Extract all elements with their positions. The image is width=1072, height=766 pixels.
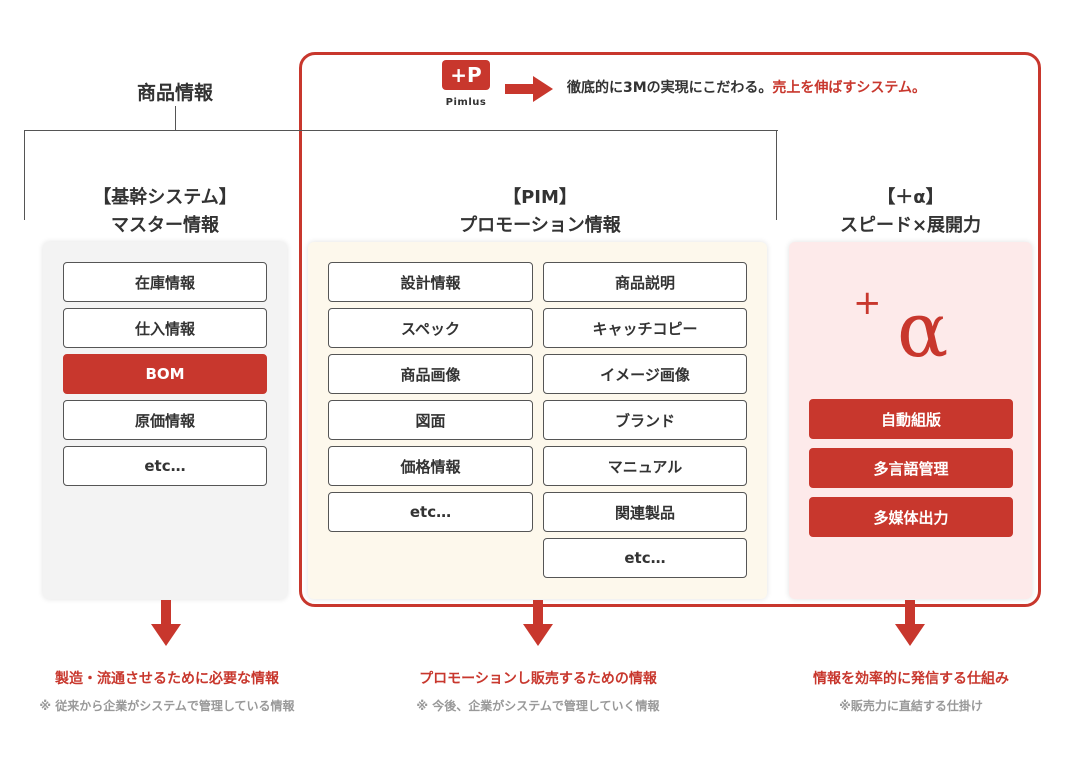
pim-item: イメージ画像 bbox=[543, 354, 747, 394]
alpha-title-line1: 【＋α】 bbox=[877, 187, 944, 208]
down-arrow-icon bbox=[151, 600, 181, 646]
master-caption: 製造・流通させるために必要な情報 bbox=[55, 671, 279, 687]
pim-item: マニュアル bbox=[543, 446, 747, 486]
pim-item: 関連製品 bbox=[543, 492, 747, 532]
alpha-caption: 情報を効率的に発信する仕組み bbox=[813, 671, 1009, 687]
plus-glyph: + bbox=[853, 283, 882, 323]
master-column-title: 【基幹システム】 マスター情報 bbox=[43, 184, 287, 240]
pim-item: etc… bbox=[328, 492, 533, 532]
pimlus-logo-mark: +P bbox=[442, 60, 490, 90]
right-arrow-icon bbox=[505, 76, 553, 102]
pimlus-logo-text: Pimlus bbox=[445, 97, 487, 108]
pimlus-logo: +P Pimlus bbox=[440, 60, 492, 112]
tagline-highlight: 売上を伸ばすシステム。 bbox=[772, 80, 926, 96]
pim-item: 商品画像 bbox=[328, 354, 533, 394]
master-item: etc… bbox=[63, 446, 267, 486]
alpha-glyph: α bbox=[897, 285, 949, 374]
bracket-top bbox=[24, 130, 778, 131]
alpha-item: 多言語管理 bbox=[809, 448, 1013, 488]
pim-item: 設計情報 bbox=[328, 262, 533, 302]
pim-note: ※ 今後、企業がシステムで管理していく情報 bbox=[416, 699, 660, 713]
pim-caption: プロモーションし販売するための情報 bbox=[419, 671, 657, 687]
tagline-text: 徹底的に3Mの実現にこだわる。 bbox=[567, 80, 773, 96]
alpha-title-line2: スピード×展開力 bbox=[839, 215, 982, 236]
alpha-item: 多媒体出力 bbox=[809, 497, 1013, 537]
pim-item: スペック bbox=[328, 308, 533, 348]
alpha-note: ※販売力に直結する仕掛け bbox=[839, 699, 983, 713]
master-title-line1: 【基幹システム】 bbox=[93, 187, 237, 208]
master-item: 原価情報 bbox=[63, 400, 267, 440]
down-arrow-icon bbox=[523, 600, 553, 646]
down-arrow-icon bbox=[895, 600, 925, 646]
alpha-column-title: 【＋α】 スピード×展開力 bbox=[789, 184, 1032, 240]
pim-item: キャッチコピー bbox=[543, 308, 747, 348]
pim-item: 商品説明 bbox=[543, 262, 747, 302]
bracket-stem bbox=[175, 106, 176, 130]
pim-title-line1: 【PIM】 bbox=[503, 187, 577, 208]
master-item-highlighted: BOM bbox=[63, 354, 267, 394]
master-item: 仕入情報 bbox=[63, 308, 267, 348]
pim-item: 図面 bbox=[328, 400, 533, 440]
pim-title-line2: プロモーション情報 bbox=[459, 215, 621, 236]
master-item: 在庫情報 bbox=[63, 262, 267, 302]
pim-item: 価格情報 bbox=[328, 446, 533, 486]
pimlus-scope-frame bbox=[299, 52, 1041, 607]
alpha-item: 自動組版 bbox=[809, 399, 1013, 439]
bracket-right bbox=[776, 130, 777, 220]
tagline: 徹底的に3Mの実現にこだわる。売上を伸ばすシステム。 bbox=[567, 77, 926, 97]
product-info-title: 商品情報 bbox=[136, 82, 213, 104]
bracket-left bbox=[24, 130, 25, 220]
pim-item: etc… bbox=[543, 538, 747, 578]
pim-column-title: 【PIM】 プロモーション情報 bbox=[380, 184, 700, 240]
pim-item: ブランド bbox=[543, 400, 747, 440]
master-title-line2: マスター情報 bbox=[111, 215, 219, 236]
master-note: ※ 従来から企業がシステムで管理している情報 bbox=[39, 699, 295, 713]
